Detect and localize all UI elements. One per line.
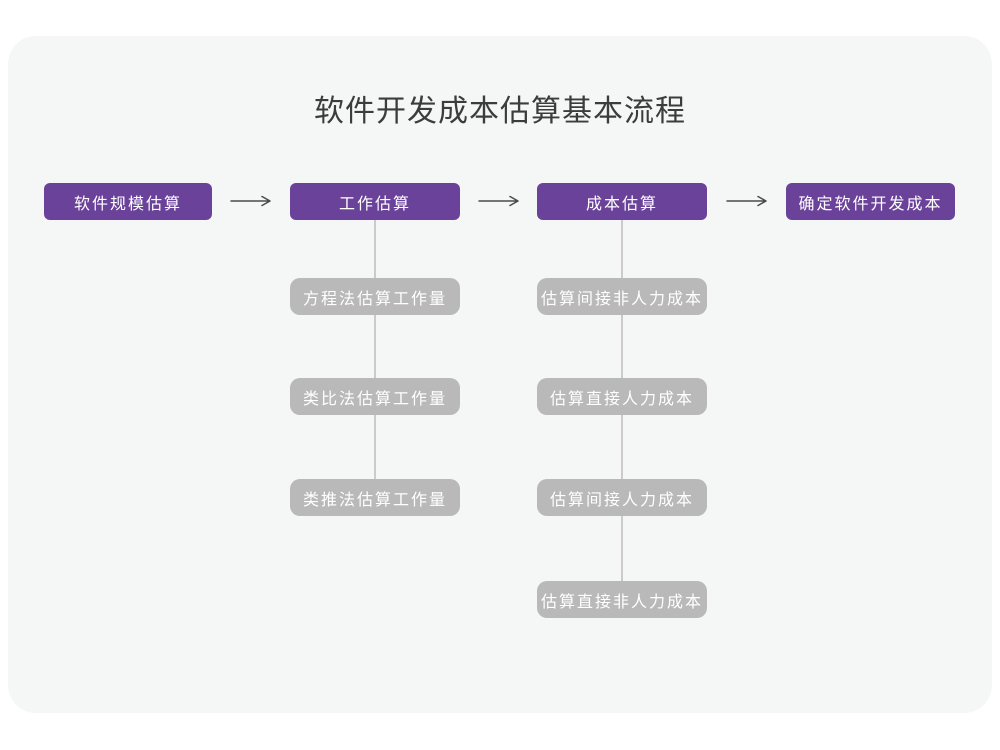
sub-step-label: 估算间接人力成本 <box>549 491 694 509</box>
flow-step-software-scale: 软件规模估算 <box>44 183 212 220</box>
canvas-card <box>8 36 992 713</box>
flow-step-final-cost: 确定软件开发成本 <box>786 183 955 220</box>
sub-step-extrapolation-method: 类推法估算工作量 <box>290 479 460 516</box>
sub-step-indirect-nonlabor-cost: 估算间接非人力成本 <box>537 278 707 315</box>
right-arrow-icon <box>478 195 522 207</box>
flow-step-label: 成本估算 <box>585 195 658 213</box>
flow-step-work-estimation: 工作估算 <box>290 183 460 220</box>
flow-step-label: 软件规模估算 <box>73 195 182 213</box>
diagram-title: 软件开发成本估算基本流程 <box>314 95 686 128</box>
sub-step-label: 估算直接非人力成本 <box>540 593 703 611</box>
sub-step-label: 估算直接人力成本 <box>549 390 694 408</box>
sub-step-label: 类推法估算工作量 <box>302 491 447 509</box>
connector-line-work <box>374 220 376 498</box>
sub-step-label: 类比法估算工作量 <box>302 390 447 408</box>
flow-step-label: 确定软件开发成本 <box>798 195 943 213</box>
sub-step-direct-nonlabor-cost: 估算直接非人力成本 <box>537 581 707 618</box>
right-arrow-icon <box>726 195 770 207</box>
flow-step-cost-estimation: 成本估算 <box>537 183 707 220</box>
sub-step-direct-labor-cost: 估算直接人力成本 <box>537 378 707 415</box>
sub-step-indirect-labor-cost: 估算间接人力成本 <box>537 479 707 516</box>
flow-step-label: 工作估算 <box>338 195 411 213</box>
sub-step-label: 估算间接非人力成本 <box>540 290 703 308</box>
right-arrow-icon <box>230 195 274 207</box>
sub-step-analogy-method: 类比法估算工作量 <box>290 378 460 415</box>
sub-step-equation-method: 方程法估算工作量 <box>290 278 460 315</box>
sub-step-label: 方程法估算工作量 <box>302 290 447 308</box>
